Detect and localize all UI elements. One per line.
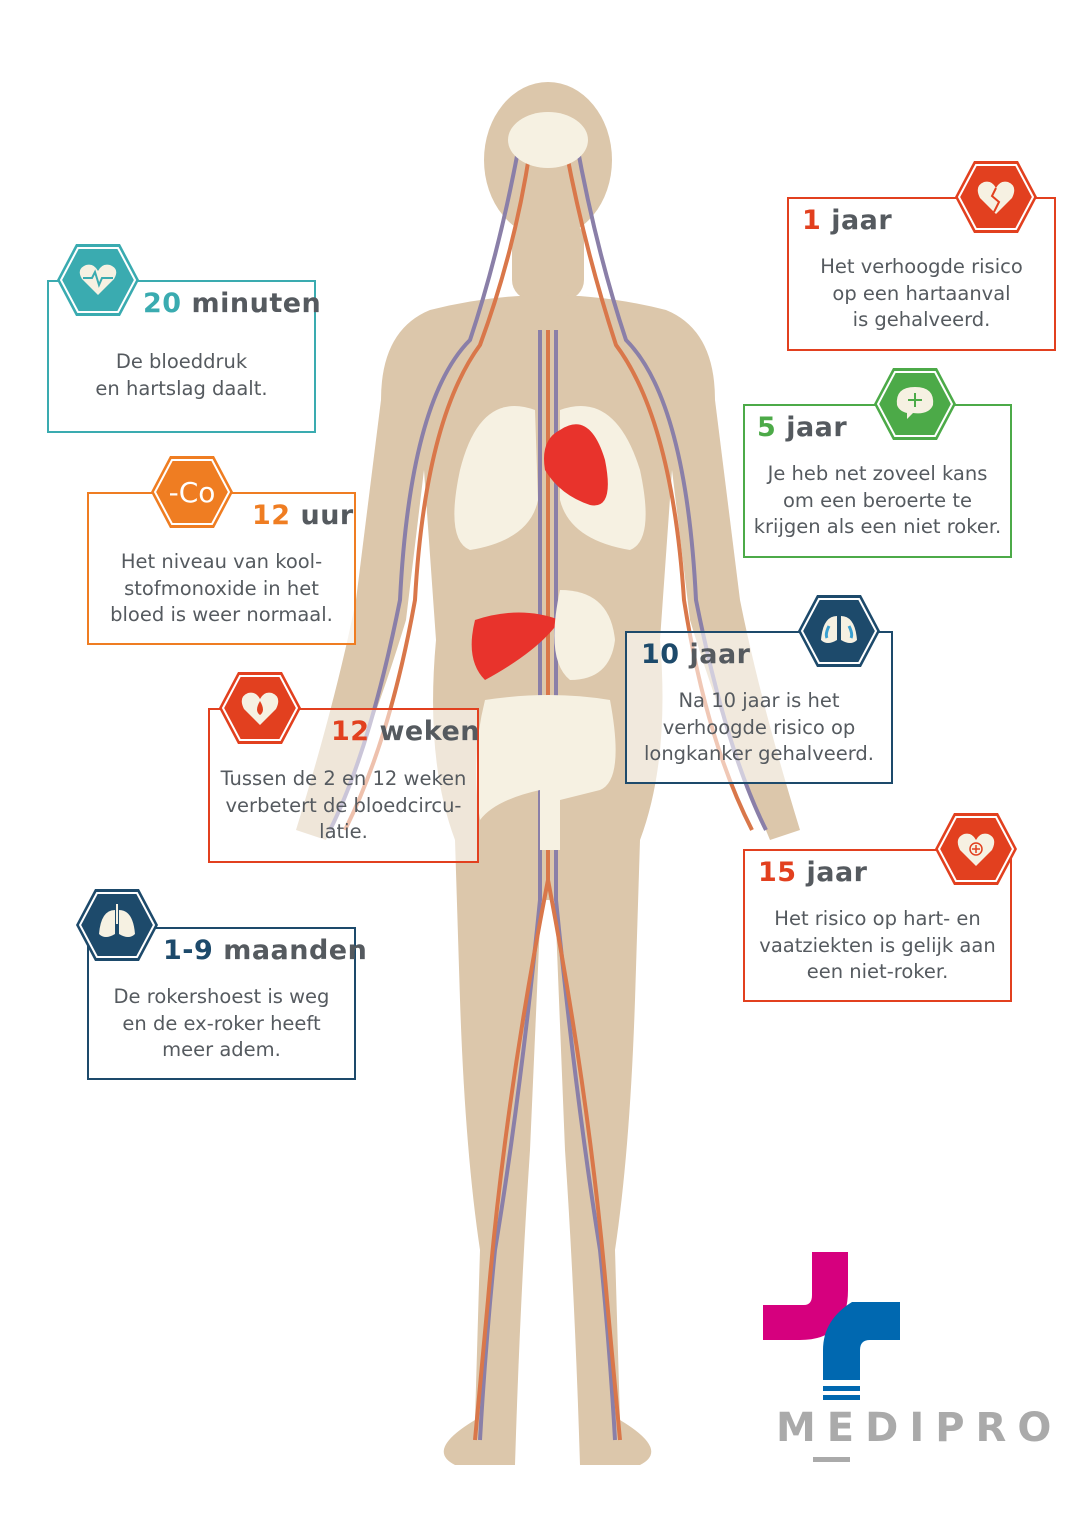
brain [508,112,588,168]
logo-underline [813,1457,850,1462]
milestone-number: 12 [331,716,370,747]
milestone-text: Na 10 jaar is het verhoogde risico op lo… [643,689,875,765]
milestone-unit: maanden [223,935,368,966]
milestone-text: Het niveau van kool- stofmonoxide in het… [110,550,333,626]
milestone-text: Het risico op hart- en vaatziekten is ge… [759,907,996,983]
milestone-unit: weken [379,716,481,747]
milestone-text: Je heb net zoveel kans om een beroerte t… [753,462,1002,538]
heart [544,424,608,506]
co-icon-text: -Co [169,476,216,509]
milestone-number: 12 [252,500,291,531]
broken-heart-icon [955,161,1037,233]
heart-pulse-icon [57,244,139,316]
milestone-number: 5 [757,412,777,443]
blood-vessels [328,139,768,1441]
lungs-icon [798,595,880,667]
milestone-1-jaar: 1 jaar Het verhoogde risico op een harta… [787,197,1056,351]
heart-drop-icon [219,672,301,744]
milestone-number: 1 [802,205,822,236]
heart-plus-icon [935,813,1017,885]
brain-plus-icon [874,368,956,440]
milestone-unit: jaar [689,639,751,670]
milestone-5-jaar: 5 jaar Je heb net zoveel kans om een ber… [743,404,1012,558]
stomach [554,590,615,680]
lungs-icon [76,889,158,961]
organs [454,112,646,850]
milestone-unit: jaar [831,205,893,236]
intestines [476,695,616,850]
milestone-text: Het verhoogde risico op een hartaanval i… [820,255,1023,331]
milestone-number: 10 [641,639,680,670]
milestone-unit: jaar [786,412,848,443]
milestone-text: De bloeddruk en hartslag daalt. [95,350,268,400]
milestone-unit: jaar [806,857,868,888]
co-icon: -Co [151,456,233,528]
milestone-unit: minuten [191,288,322,319]
milestone-unit: uur [300,500,354,531]
milestone-text: Tussen de 2 en 12 weken verbetert de blo… [220,767,467,843]
left-lung [454,406,538,550]
milestone-number: 15 [758,857,797,888]
milestone-20-minuten: 20 minuten De bloeddruk en hartslag daal… [47,280,321,433]
liver [471,612,560,680]
milestone-number: 20 [143,288,182,319]
medipro-logo-text: MEDIPRO [776,1405,1063,1451]
medipro-logo-icon [763,1252,900,1400]
milestone-number: 1-9 [163,935,214,966]
milestone-text: De rokershoest is weg en de ex-roker hee… [113,985,330,1061]
